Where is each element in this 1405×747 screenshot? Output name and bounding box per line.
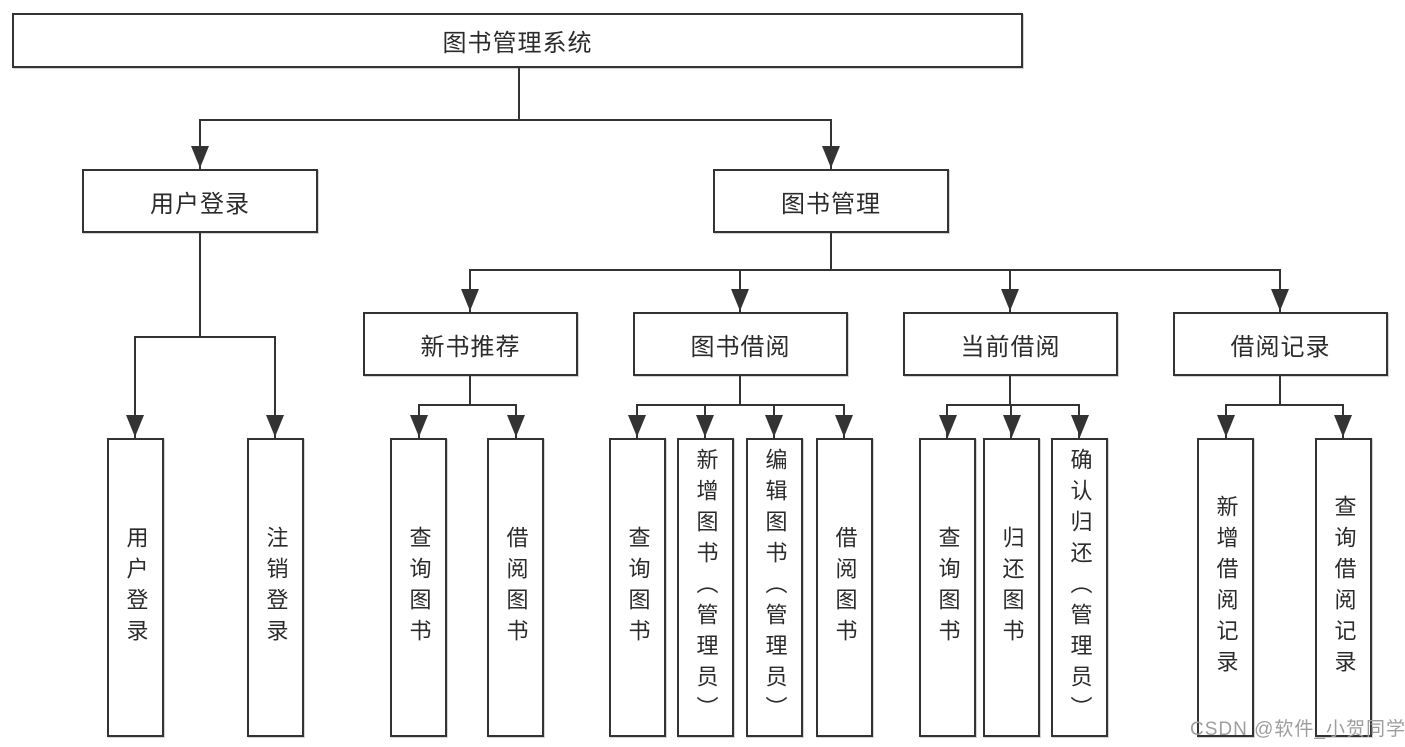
connector <box>418 404 517 406</box>
arrow-down-icon <box>1271 289 1289 311</box>
leaf-label: 归还图书 <box>999 525 1025 650</box>
leaf-label: 借阅图书 <box>503 525 529 650</box>
node-new-book-recommend: 新书推荐 <box>363 312 578 376</box>
connector <box>1009 376 1011 406</box>
arrow-down-icon <box>1071 415 1089 437</box>
leaf-label: 用户登录 <box>123 525 149 650</box>
connector <box>636 404 845 406</box>
leaf-logout: 注销登录 <box>247 438 304 737</box>
watermark: CSDN @软件_小贺同学 <box>1190 719 1405 740</box>
connector <box>830 233 832 271</box>
arrow-down-icon <box>1334 415 1352 437</box>
leaf-borrowing-borrow-books: 借阅图书 <box>816 438 873 737</box>
leaf-label: 查询图书 <box>935 525 961 650</box>
leaf-recommend-borrow-books: 借阅图书 <box>487 438 544 737</box>
arrow-down-icon <box>1217 415 1235 437</box>
arrow-down-icon <box>191 146 209 168</box>
arrow-down-icon <box>731 289 749 311</box>
leaf-current-confirm-return: 确认归还（管理员） <box>1051 438 1108 737</box>
arrow-down-icon <box>126 415 144 437</box>
leaf-records-query-record: 查询借阅记录 <box>1315 438 1372 737</box>
leaf-label: 查询图书 <box>625 525 651 650</box>
arrow-down-icon <box>822 146 840 168</box>
leaf-label: 注销登录 <box>263 525 289 650</box>
connector <box>274 336 276 438</box>
connector <box>518 68 520 121</box>
arrow-down-icon <box>266 415 284 437</box>
leaf-current-return-books: 归还图书 <box>983 438 1040 737</box>
connector <box>1225 404 1344 406</box>
node-current-borrowing: 当前借阅 <box>903 312 1118 376</box>
node-user-login: 用户登录 <box>82 169 318 233</box>
connector <box>469 269 1281 271</box>
arrow-down-icon <box>628 415 646 437</box>
connector <box>469 376 471 406</box>
connector <box>946 404 1080 406</box>
node-book-management: 图书管理 <box>713 169 949 233</box>
arrow-down-icon <box>507 415 525 437</box>
connector <box>199 119 201 170</box>
leaf-label: 借阅图书 <box>832 525 858 650</box>
leaf-user-login: 用户登录 <box>107 438 164 737</box>
node-borrowing-records: 借阅记录 <box>1173 312 1388 376</box>
leaf-recommend-query-books: 查询图书 <box>390 438 447 737</box>
arrow-down-icon <box>696 415 714 437</box>
connector <box>134 336 136 438</box>
leaf-label: 新增借阅记录 <box>1213 494 1239 681</box>
leaf-label: 确认归还（管理员） <box>1067 448 1093 727</box>
arrow-down-icon <box>765 415 783 437</box>
leaf-borrowing-query-books: 查询图书 <box>609 438 666 737</box>
arrow-down-icon <box>1003 415 1021 437</box>
connector <box>199 119 832 121</box>
connector <box>134 336 276 338</box>
leaf-label: 编辑图书（管理员） <box>762 448 788 727</box>
leaf-borrowing-edit-books: 编辑图书（管理员） <box>746 438 803 737</box>
leaf-current-query-books: 查询图书 <box>919 438 976 737</box>
leaf-label: 查询图书 <box>406 525 432 650</box>
arrow-down-icon <box>939 415 957 437</box>
leaf-label: 查询借阅记录 <box>1331 494 1357 681</box>
leaf-records-add-record: 新增借阅记录 <box>1197 438 1254 737</box>
node-book-borrowing: 图书借阅 <box>633 312 848 376</box>
arrow-down-icon <box>1001 289 1019 311</box>
connector <box>1279 376 1281 406</box>
arrow-down-icon <box>410 415 428 437</box>
connector <box>830 119 832 170</box>
arrow-down-icon <box>461 289 479 311</box>
leaf-label: 新增图书（管理员） <box>693 448 719 727</box>
arrow-down-icon <box>835 415 853 437</box>
connector <box>739 376 741 406</box>
node-library-system: 图书管理系统 <box>12 13 1023 68</box>
leaf-borrowing-add-books: 新增图书（管理员） <box>677 438 734 737</box>
connector <box>199 233 201 337</box>
